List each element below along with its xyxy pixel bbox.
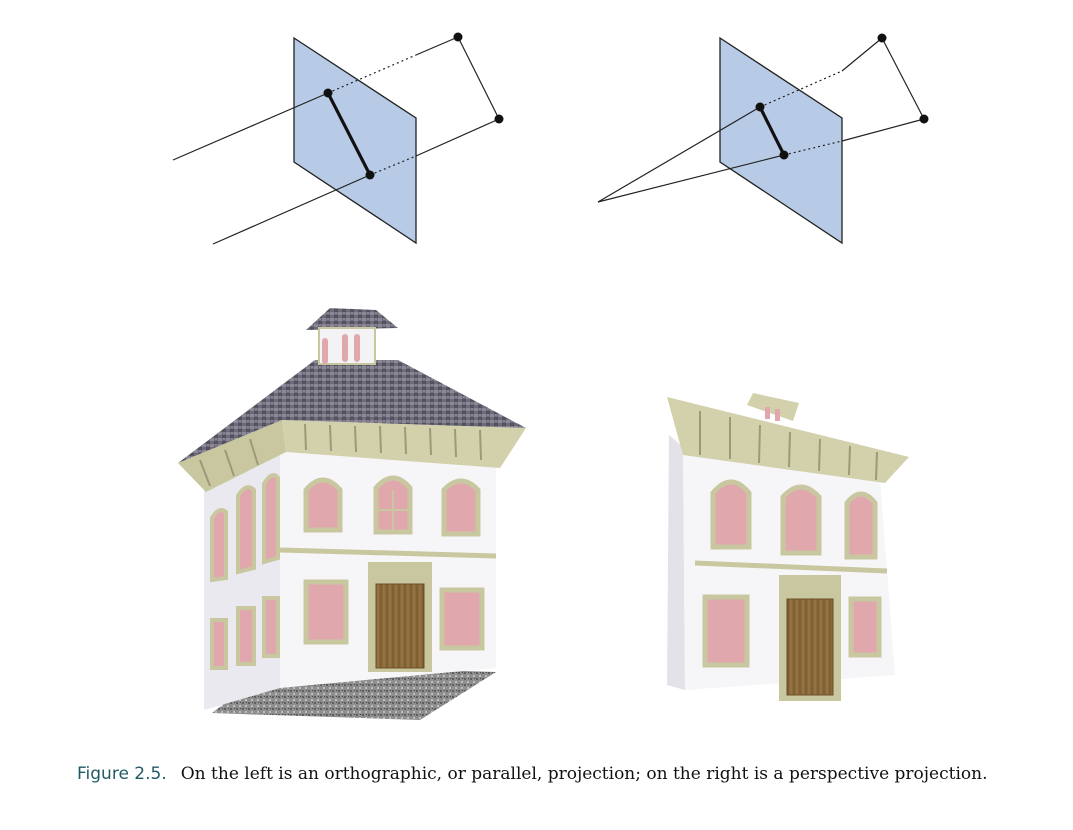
- front-lower-windows: [303, 579, 485, 651]
- object-point-bottom: [919, 114, 929, 124]
- house-orthographic-render: [178, 308, 526, 720]
- projected-segment: [326, 92, 372, 176]
- object-point-top: [877, 33, 887, 43]
- object-segment: [457, 36, 500, 120]
- projector-line-lower: [597, 154, 785, 203]
- projected-point-top: [323, 88, 333, 98]
- projector-line-lower-hidden: [369, 155, 417, 176]
- belt-course: [694, 560, 888, 574]
- projector-line-upper-back: [415, 36, 459, 56]
- orthographic-projection-diagram: [172, 32, 504, 245]
- caption-text: On the left is an orthographic, or paral…: [180, 764, 988, 784]
- projector-line-upper: [172, 92, 329, 161]
- cupola-roof: [306, 308, 398, 330]
- projected-point-bottom: [779, 150, 789, 160]
- door: [786, 598, 834, 696]
- projected-point-bottom: [365, 170, 375, 180]
- object-point-bottom: [494, 114, 504, 124]
- object-point-top: [453, 32, 463, 42]
- projector-line-lower: [212, 174, 371, 245]
- cornice-front: [282, 420, 526, 468]
- projector-line-upper-back: [841, 37, 883, 72]
- projector-line-upper-hidden: [327, 54, 417, 94]
- front-lower-windows: [702, 594, 882, 668]
- perspective-projection-diagram: [597, 33, 929, 245]
- figure-label: Figure 2.5.: [77, 764, 167, 784]
- side-windows: [210, 473, 280, 670]
- figure-caption: Figure 2.5. On the left is an orthographi…: [77, 762, 1027, 786]
- projected-segment: [758, 106, 786, 156]
- projected-point-top: [755, 102, 765, 112]
- house-perspective-render: [667, 393, 909, 701]
- object-segment: [881, 37, 925, 120]
- projection-plane: [293, 36, 417, 245]
- projection-plane: [719, 36, 843, 245]
- projector-line-upper: [597, 106, 761, 203]
- cupola: [747, 393, 799, 421]
- roof: [178, 360, 526, 463]
- projector-line-lower-back: [841, 118, 925, 142]
- belt-course: [279, 547, 497, 559]
- front-upper-windows: [710, 479, 878, 560]
- projector-line-lower-back: [415, 118, 500, 157]
- left-wall: [667, 435, 685, 690]
- door: [375, 583, 425, 669]
